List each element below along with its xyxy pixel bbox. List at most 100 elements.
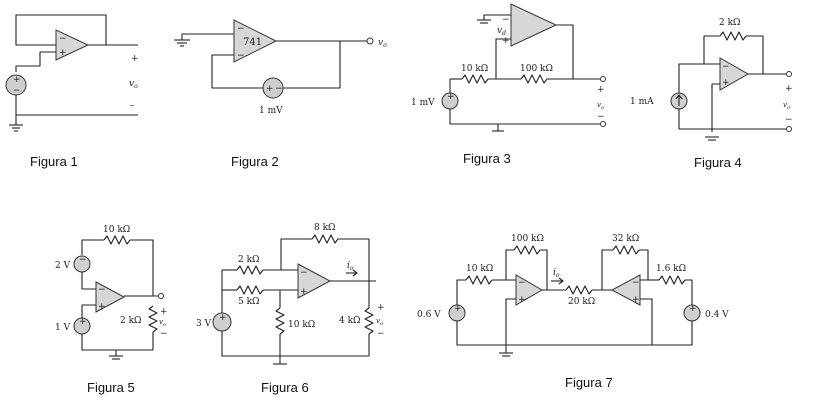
- vout-label: vo: [376, 317, 383, 327]
- resistor-2k: [148, 305, 158, 333]
- opamp-plus-sign: +: [300, 287, 308, 297]
- opamp-minus-sign: −: [518, 278, 526, 288]
- rf-label: 10 kΩ: [103, 225, 130, 235]
- vout-minus: −: [785, 115, 793, 125]
- opamp-plus-sign: +: [98, 302, 106, 312]
- output-wire: [556, 24, 574, 79]
- source-minus-sign: −: [79, 255, 87, 265]
- r2-label: 100 kΩ: [520, 64, 553, 74]
- resistor-10k: [103, 235, 131, 245]
- feedback-wire: [211, 54, 263, 89]
- op-amp: [297, 263, 332, 299]
- resistor-20k: [565, 285, 593, 295]
- noninv-input-wire: [81, 304, 96, 318]
- rf-label: 8 kΩ: [314, 223, 336, 233]
- inv-input-wire: [81, 272, 96, 290]
- resistor-1-6k: [658, 275, 686, 285]
- figure-caption: Figura 3: [463, 151, 511, 166]
- opamp-minus-sign: −: [237, 24, 245, 34]
- source-label: 1 mV: [259, 106, 283, 116]
- noninv-wire-right: [640, 298, 653, 345]
- opamp-plus-sign: +: [722, 78, 730, 88]
- opamp-minus-sign: −: [632, 278, 640, 288]
- vd-label: vd: [497, 26, 506, 37]
- resistor-8k: [311, 234, 339, 244]
- rf-wire-right: [746, 35, 764, 74]
- source-plus-sign: +: [447, 92, 455, 102]
- rf1-wire-right: [540, 249, 548, 290]
- rf1-wire-left: [505, 249, 514, 280]
- op-amp-left: [515, 274, 544, 306]
- figure-2: − − 741 vo + − 1 mV Figura 2: [174, 19, 387, 169]
- resistor-10k: [275, 307, 285, 335]
- source-label: 3 V: [196, 319, 212, 329]
- v2-label: 1 V: [55, 323, 71, 333]
- return-wire: [678, 109, 786, 130]
- output-terminal: [366, 37, 374, 45]
- figure-7: 100 kΩ 10 kΩ + 0.6 V − + 20 kΩ io − + 32…: [417, 234, 729, 390]
- resistor-2k: [236, 265, 264, 275]
- r3-label: 10 kΩ: [288, 320, 315, 330]
- rf2-label: 32 kΩ: [612, 234, 639, 244]
- inverting-input-wire: [495, 38, 511, 79]
- rl-label: 2 kΩ: [120, 316, 142, 326]
- rf-wire-left: [703, 35, 720, 64]
- figure-6: 8 kΩ 2 kΩ 5 kΩ − + io 10 kΩ + 3 V 4 kΩ +…: [196, 223, 385, 395]
- resistor-100k: [520, 74, 548, 84]
- figure-caption: Figura 1: [30, 154, 78, 169]
- vd-plus: +: [502, 36, 510, 46]
- figure-5: 10 kΩ − 2 V − + + 1 V 2 kΩ + vo − Figura…: [55, 225, 168, 395]
- op-amp: [719, 57, 750, 91]
- vout-minus: –: [130, 101, 135, 111]
- rl-label: 4 kΩ: [339, 316, 361, 326]
- rf2-wire-right: [639, 249, 649, 281]
- ground-wire: [181, 33, 234, 40]
- opamp-minus-sign: −: [98, 285, 106, 295]
- noninv-wire-left: [505, 298, 516, 345]
- vout-label: vo: [783, 101, 790, 111]
- op-amp-right: [610, 274, 641, 306]
- vout-plus: +: [160, 307, 168, 317]
- output-terminal: [600, 76, 606, 82]
- v1-label: 2 V: [55, 261, 71, 271]
- opamp-plus-sign: +: [518, 295, 526, 305]
- figure-caption: Figura 2: [231, 154, 279, 169]
- input-wire-right: [685, 279, 693, 305]
- vout-minus: −: [377, 329, 385, 339]
- input-wire: [678, 63, 720, 93]
- op-amp: [55, 29, 90, 61]
- source-plus-sign: +: [79, 317, 87, 327]
- source-plus-sign: +: [219, 313, 227, 323]
- resistor-2k: [719, 31, 747, 41]
- voltage-source: [262, 77, 284, 99]
- opamp-label: 741: [243, 37, 262, 48]
- op-amp-741: [233, 19, 278, 63]
- resistor-5k: [236, 285, 264, 295]
- arrow-up-icon: [675, 94, 683, 100]
- resistor-10k: [465, 275, 493, 285]
- source-plus-sign: +: [266, 84, 274, 94]
- r2-label: 1.6 kΩ: [656, 264, 686, 274]
- vout-plus: +: [377, 303, 385, 313]
- rf-wire-left: [81, 239, 104, 255]
- r1-label: 10 kΩ: [466, 264, 493, 274]
- arrow-right-icon: [352, 269, 358, 277]
- return-wire: [81, 332, 154, 351]
- figure-caption: Figura 4: [694, 155, 742, 170]
- vout-minus: −: [597, 112, 605, 122]
- opamp-plus-sign: +: [632, 295, 640, 305]
- source-plus-sign: +: [13, 75, 21, 85]
- opamp-minus-sign: −: [300, 268, 308, 278]
- figure-4: 2 kΩ − + 1 mA + vo − Figura 4: [630, 18, 793, 170]
- vout-label: vo: [378, 38, 387, 49]
- feedback-wire: [283, 41, 341, 89]
- vout-label: vo: [159, 318, 166, 328]
- op-amp: [510, 3, 558, 47]
- return-wire: [456, 321, 693, 346]
- noninv-wire: [711, 83, 720, 132]
- source-minus-sign: −: [13, 86, 21, 96]
- r1-label: 2 kΩ: [238, 255, 260, 265]
- opamp-minus-sign: −: [59, 34, 67, 44]
- vout-plus: +: [597, 85, 605, 95]
- vd-minus: −: [502, 15, 510, 25]
